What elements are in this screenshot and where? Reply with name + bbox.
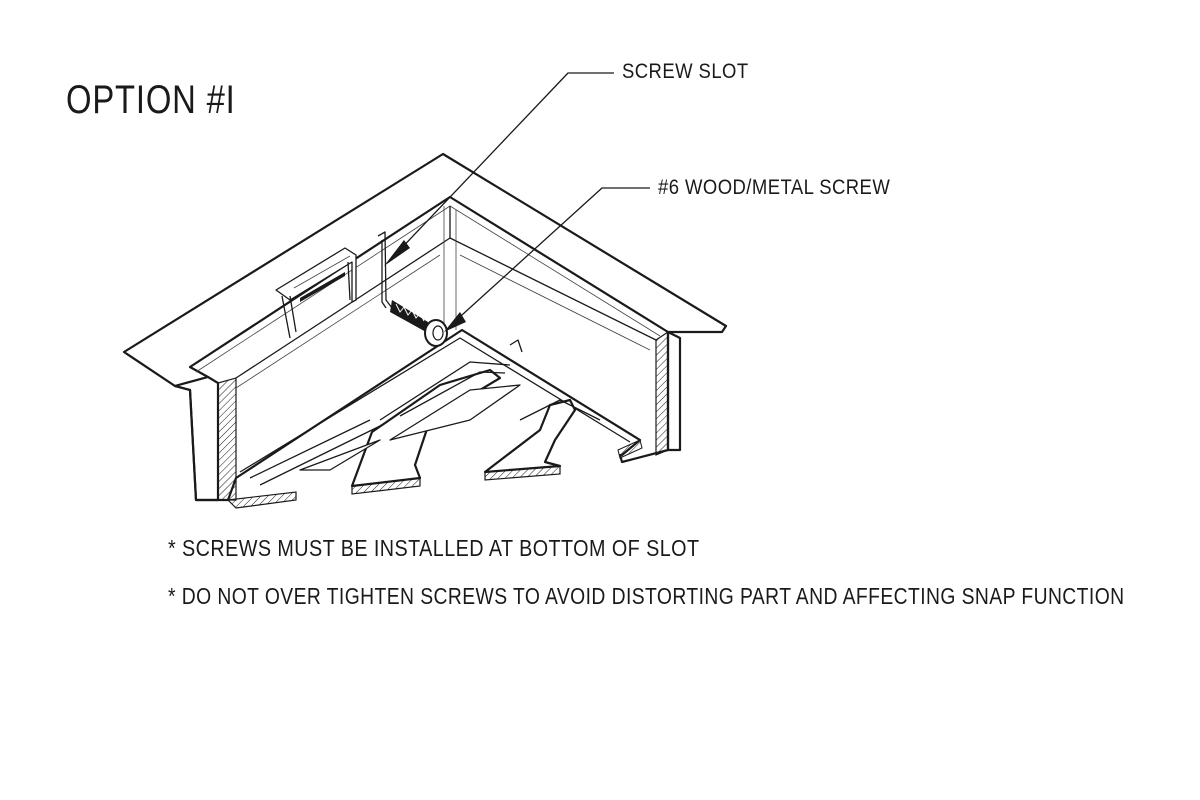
screw-icon — [390, 300, 448, 347]
right-wall-section — [618, 330, 682, 464]
note-no-overtighten: * DO NOT OVER TIGHTEN SCREWS TO AVOID DI… — [168, 583, 1125, 609]
leader-screw-slot — [384, 72, 614, 266]
callout-screw-slot: SCREW SLOT — [622, 60, 749, 83]
snap-clip — [275, 247, 357, 339]
leader-screw — [444, 187, 650, 332]
note-install-bottom: * SCREWS MUST BE INSTALLED AT BOTTOM OF … — [168, 535, 700, 561]
screw-slot — [377, 231, 393, 309]
callout-screw: #6 WOOD/METAL SCREW — [658, 176, 891, 199]
left-wall-section — [173, 375, 237, 502]
top-flange — [122, 152, 728, 388]
page-title: OPTION #I — [66, 78, 236, 122]
inner-walls — [235, 206, 657, 389]
base-floor — [226, 328, 643, 509]
